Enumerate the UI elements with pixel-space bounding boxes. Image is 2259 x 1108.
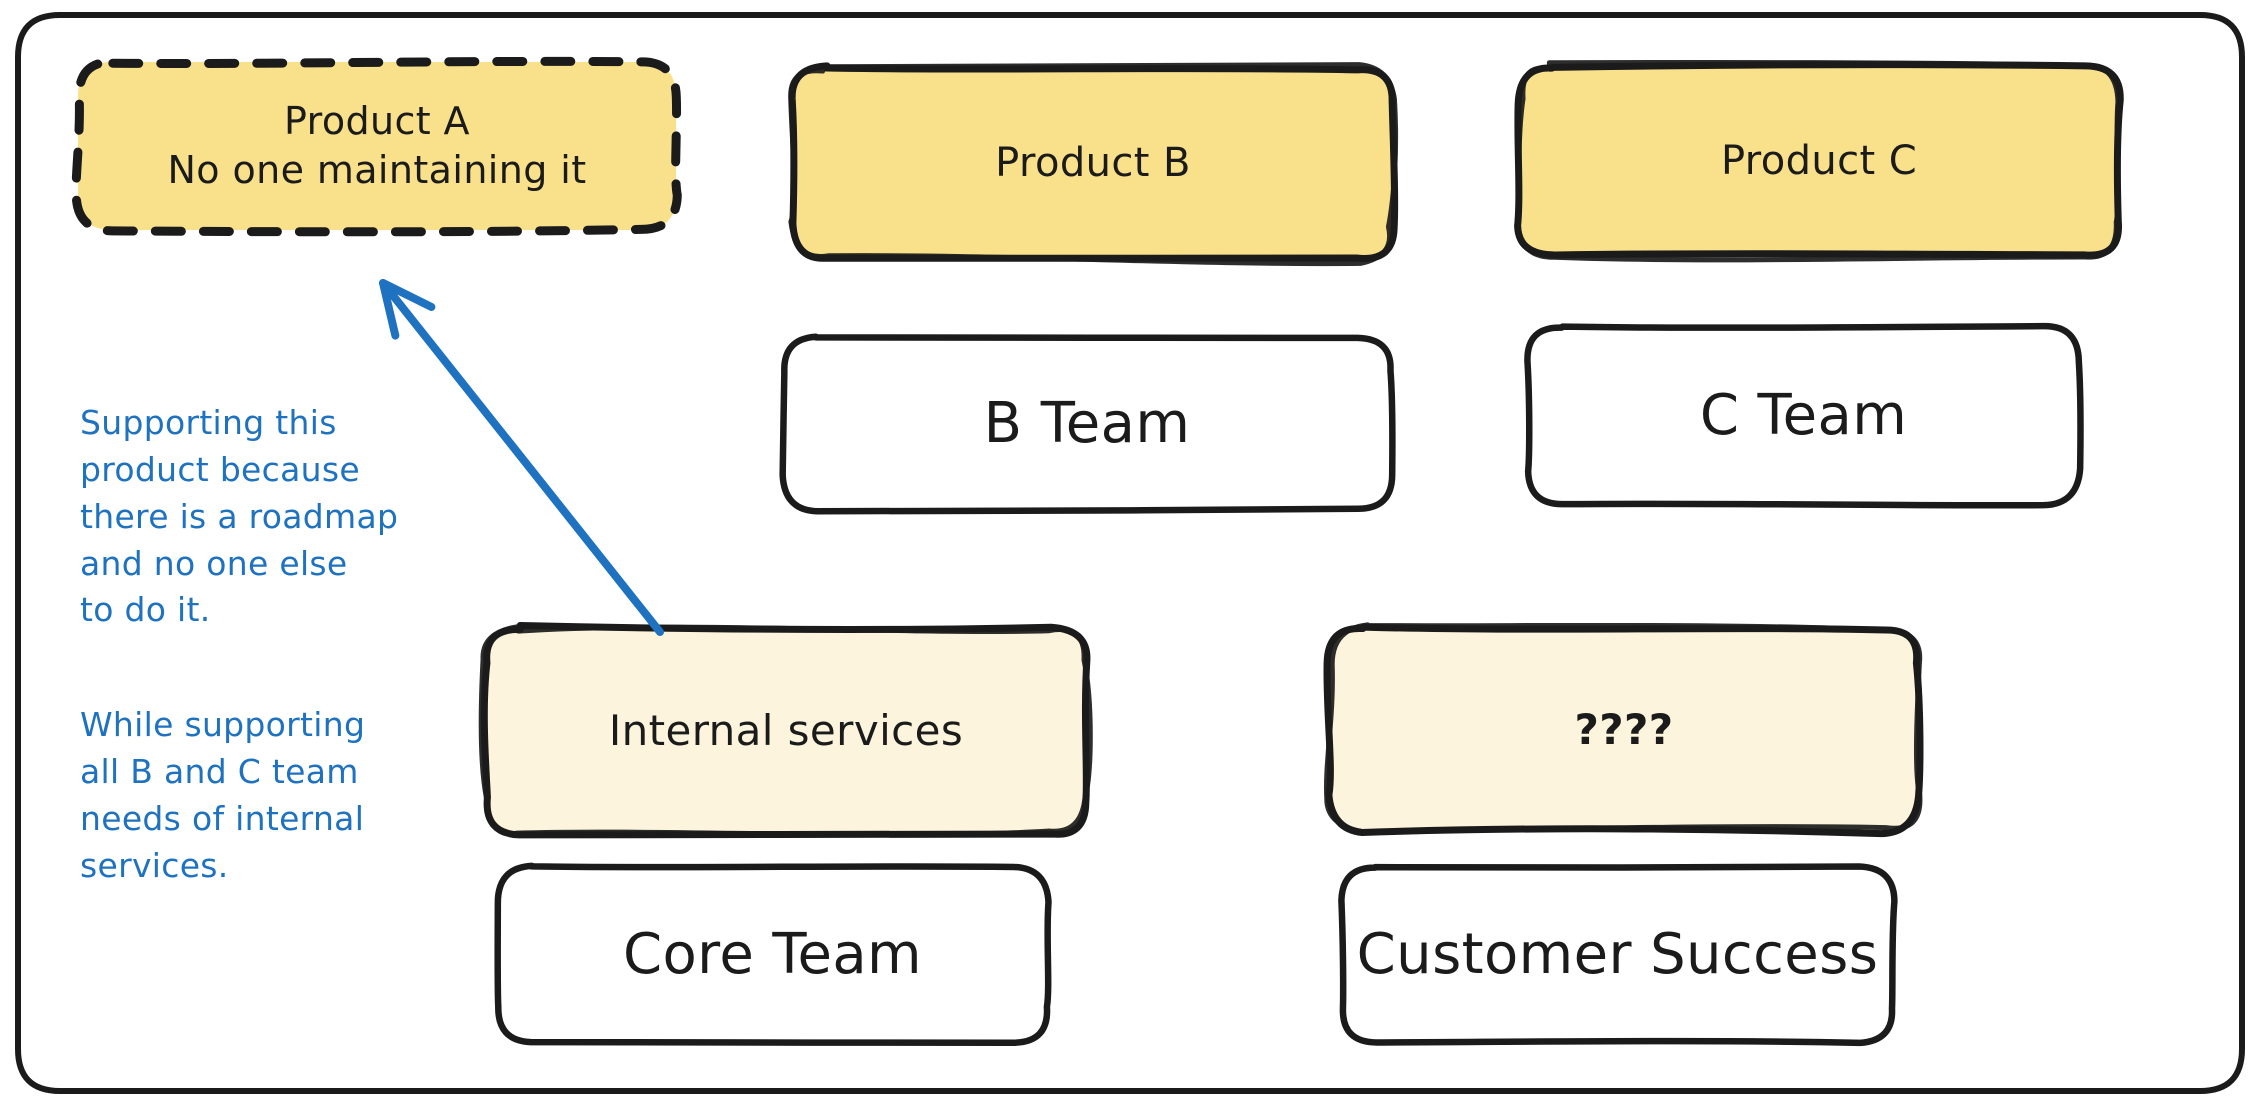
annotation-note-bc-needs: While supporting all B and C team needs …	[80, 705, 366, 885]
node-fill-b-team	[783, 338, 1391, 510]
node-customer-success[interactable]	[1338, 863, 1898, 1047]
edge-arrowhead-icon	[379, 279, 436, 340]
node-fill-product-c	[1519, 67, 2119, 257]
node-outline-product-b	[788, 62, 1399, 267]
node-core-team[interactable]	[494, 862, 1052, 1046]
outer-frame	[15, 12, 2245, 1094]
edge-internal-services-to-product-a	[379, 279, 664, 636]
node-outline-c-team	[1524, 322, 2084, 509]
node-fill-product-a	[78, 62, 676, 230]
node-fill-core-team	[497, 867, 1048, 1042]
node-c-team[interactable]	[1524, 322, 2084, 509]
node-fill-internal-services	[485, 628, 1087, 834]
node-product-a[interactable]	[71, 56, 682, 237]
node-outline-unknown-service	[1323, 622, 1923, 835]
node-b-team[interactable]	[779, 333, 1396, 515]
node-outline-customer-success	[1338, 863, 1898, 1047]
node-fill-customer-success	[1342, 867, 1893, 1042]
node-product-b[interactable]	[788, 62, 1399, 267]
node-product-c[interactable]	[1514, 60, 2124, 263]
node-outline-product-c	[1515, 60, 2121, 263]
node-fill-unknown-service	[1330, 628, 1918, 831]
annotation-note-roadmap: Supporting this product because there is…	[80, 403, 399, 630]
node-outline-internal-services	[478, 624, 1093, 838]
node-outline-product-a	[71, 56, 682, 237]
node-outline-core-team	[494, 862, 1052, 1046]
node-fill-c-team	[1528, 327, 2079, 504]
node-outline-b-team	[779, 333, 1396, 515]
node-internal-services[interactable]	[478, 622, 1093, 839]
node-fill-product-b	[793, 67, 1393, 260]
edge-line	[379, 279, 664, 636]
node-unknown-service[interactable]	[1323, 622, 1924, 838]
